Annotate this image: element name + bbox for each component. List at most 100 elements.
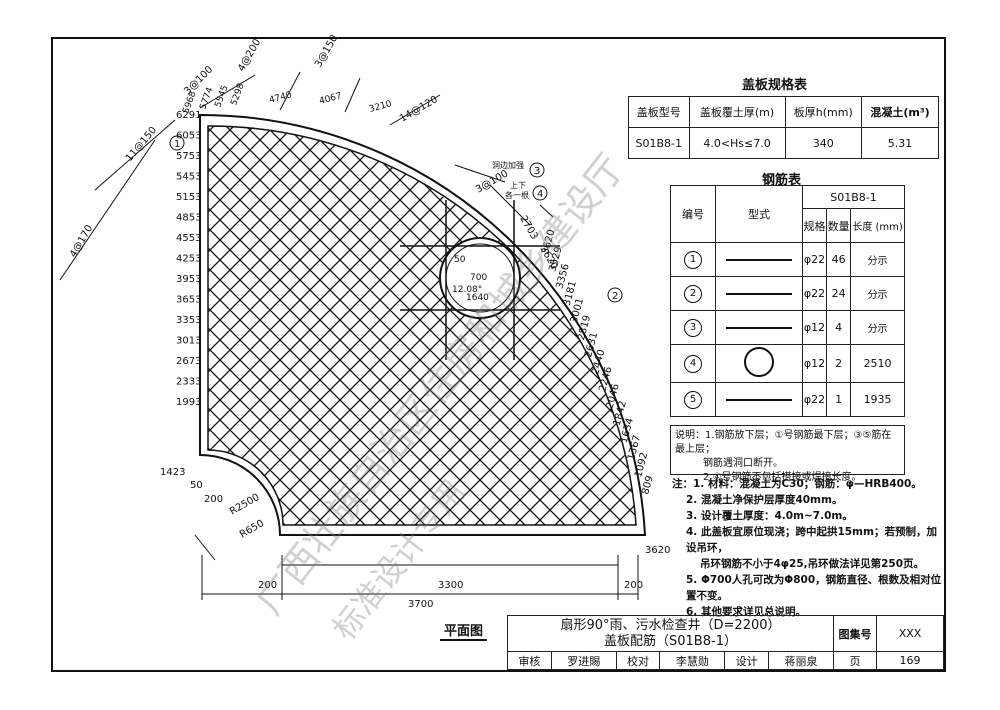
rebar-length: 分示 xyxy=(850,242,905,277)
left-dim-value: 4253 xyxy=(176,254,201,265)
label-up-down: 上下 xyxy=(510,181,526,190)
spacing-11at150: 11@150 xyxy=(124,125,159,164)
rebar-table-title: 钢筋表 xyxy=(762,173,802,188)
radius-r2500: R2500 xyxy=(228,492,262,518)
rebar-line xyxy=(208,125,636,525)
note-line: 4. 此盖板宜原位现浇；跨中起拱15mm；若预制，加设吊环， xyxy=(686,526,937,554)
rebar-line xyxy=(0,0,100,700)
dim-3300: 3300 xyxy=(438,580,463,591)
design-label: 设计 xyxy=(724,651,770,670)
rebar-line xyxy=(208,125,636,525)
dim-1423: 1423 xyxy=(160,467,185,478)
rebar-header-length: 长度 (mm) xyxy=(850,208,905,243)
rebar-line xyxy=(0,0,20,700)
spec-table: 盖板型号 盖板覆土厚(m) 板厚h(mm) 混凝土(m³) S01B8-1 4.… xyxy=(628,96,939,159)
rebar-header-shape: 型式 xyxy=(715,185,803,243)
rebar-line xyxy=(208,125,636,525)
rebar-line xyxy=(960,0,1000,700)
rebar-line xyxy=(208,125,621,525)
dim-50-left: 50 xyxy=(190,480,203,491)
dim-200-left: 200 xyxy=(204,494,223,505)
plan-label: 平面图 xyxy=(440,620,488,641)
rebar-line xyxy=(208,125,601,525)
spec-cell-cover: 4.0<Hs≤7.0 xyxy=(688,127,786,159)
designer-name: 蒋丽泉 xyxy=(768,651,834,670)
rebar-line xyxy=(208,125,636,525)
rebar-line xyxy=(208,125,481,525)
rebar-spec: φ12 xyxy=(801,344,828,383)
rebar-id: 4 xyxy=(684,354,702,373)
rebar-line xyxy=(208,125,561,525)
rebar-line xyxy=(208,125,361,525)
rebar-line xyxy=(219,125,636,525)
rebar-length: 分示 xyxy=(850,310,905,345)
callouts: 1 2 3 4 xyxy=(169,135,623,303)
top-dim-value: 5298 xyxy=(229,82,246,107)
rebar-header-id: 编号 xyxy=(670,185,716,243)
hole-dim-50: 50 xyxy=(454,255,466,265)
rebar-row: 4 φ12 2 2510 xyxy=(670,344,905,383)
table-note-line: 钢筋遇洞口断开。 xyxy=(703,458,783,469)
dim-3620-bottom: 3620 xyxy=(645,545,670,556)
rebar-line xyxy=(0,0,180,700)
rebar-line xyxy=(208,125,636,525)
rebar-table: 编号 型式 S01B8-1 规格 数量 长度 (mm) 1 φ22 46 分示 … xyxy=(670,185,905,417)
rebar-line xyxy=(208,125,481,525)
left-dim-value: 4853 xyxy=(176,213,201,224)
note-line: 吊环钢筋不小于4φ25,吊环做法详见第250页。 xyxy=(700,558,925,570)
spacing-14at120: 14@120 xyxy=(398,94,440,124)
rebar-header-qty: 数量 xyxy=(826,208,852,243)
top-dim-value: 5774 xyxy=(198,86,215,111)
rebar-id: 5 xyxy=(684,390,702,409)
rebar-row: 1 φ22 46 分示 xyxy=(670,242,905,277)
reviewer-name: 罗进賜 xyxy=(550,651,617,670)
rebar-line xyxy=(0,0,100,700)
rebar-line xyxy=(208,125,636,525)
rebar-line xyxy=(0,0,120,700)
note-line: 5. Φ700人孔可改为Φ800，钢筋直径、根数及相对位置不变。 xyxy=(686,574,942,602)
left-dim-value: 3013 xyxy=(176,336,201,347)
rebar-line xyxy=(208,125,636,525)
note-line: 3. 设计覆土厚度：4.0m~7.0m。 xyxy=(686,510,853,522)
page-number: 169 xyxy=(876,651,944,670)
rebar-spec: φ22 xyxy=(801,242,828,277)
label-hole-strengthen: 洞边加强 xyxy=(492,160,524,170)
left-dim-value: 4553 xyxy=(176,233,201,244)
rebar-line xyxy=(940,0,1000,700)
rebar-header-spec: 规格 xyxy=(801,208,828,243)
label-each-one: 各一根 xyxy=(505,190,529,200)
rebar-line xyxy=(208,125,636,525)
rebar-row: 3 φ12 4 分示 xyxy=(670,310,905,345)
rebar-header-model: S01B8-1 xyxy=(802,185,905,209)
left-dim-value: 6291 xyxy=(176,110,201,121)
note-line: 2. 混凝土净保护层厚度40mm。 xyxy=(686,494,843,506)
rebar-line xyxy=(0,0,60,700)
rebar-line xyxy=(0,0,80,700)
rebar-spec: φ22 xyxy=(801,276,828,311)
spec-cell-thickness: 340 xyxy=(784,127,863,159)
rebar-length: 2510 xyxy=(850,344,905,383)
spacing-4at170: 4@170 xyxy=(68,223,95,259)
top-dim-value: 4067 xyxy=(318,91,343,107)
rebar-line xyxy=(0,0,140,700)
rebar-line xyxy=(208,125,636,525)
rebar-line xyxy=(0,0,180,700)
top-dim-value: 5545 xyxy=(213,84,230,109)
right-dimension-list: 3620352933563181300128192631244022462046… xyxy=(540,228,656,495)
rebar-line xyxy=(208,125,636,525)
rebar-qty: 2 xyxy=(826,344,852,383)
rebar-line xyxy=(208,125,636,525)
rebar-line xyxy=(0,0,140,700)
dimension-lines xyxy=(59,71,639,600)
dim-200-bottom: 200 xyxy=(258,580,277,591)
table-note-line: 说明：1.钢筋放下层；①号钢筋最下层；③⑤筋在最上层； xyxy=(675,430,892,455)
rebar-row: 5 φ22 1 1935 xyxy=(670,382,905,417)
spec-header-model: 盖板型号 xyxy=(628,96,690,128)
spec-header-concrete: 混凝土(m³) xyxy=(861,96,939,128)
title-block: 扇形90°雨、污水检查井（D=2200） 盖板配筋（S01B8-1） 图集号 X… xyxy=(507,615,944,670)
table-note-line: 2.④号钢筋不包括搭接或焊接长度。 xyxy=(703,472,862,483)
rebar-qty: 1 xyxy=(826,382,852,417)
callout-2: 2 xyxy=(612,291,618,302)
